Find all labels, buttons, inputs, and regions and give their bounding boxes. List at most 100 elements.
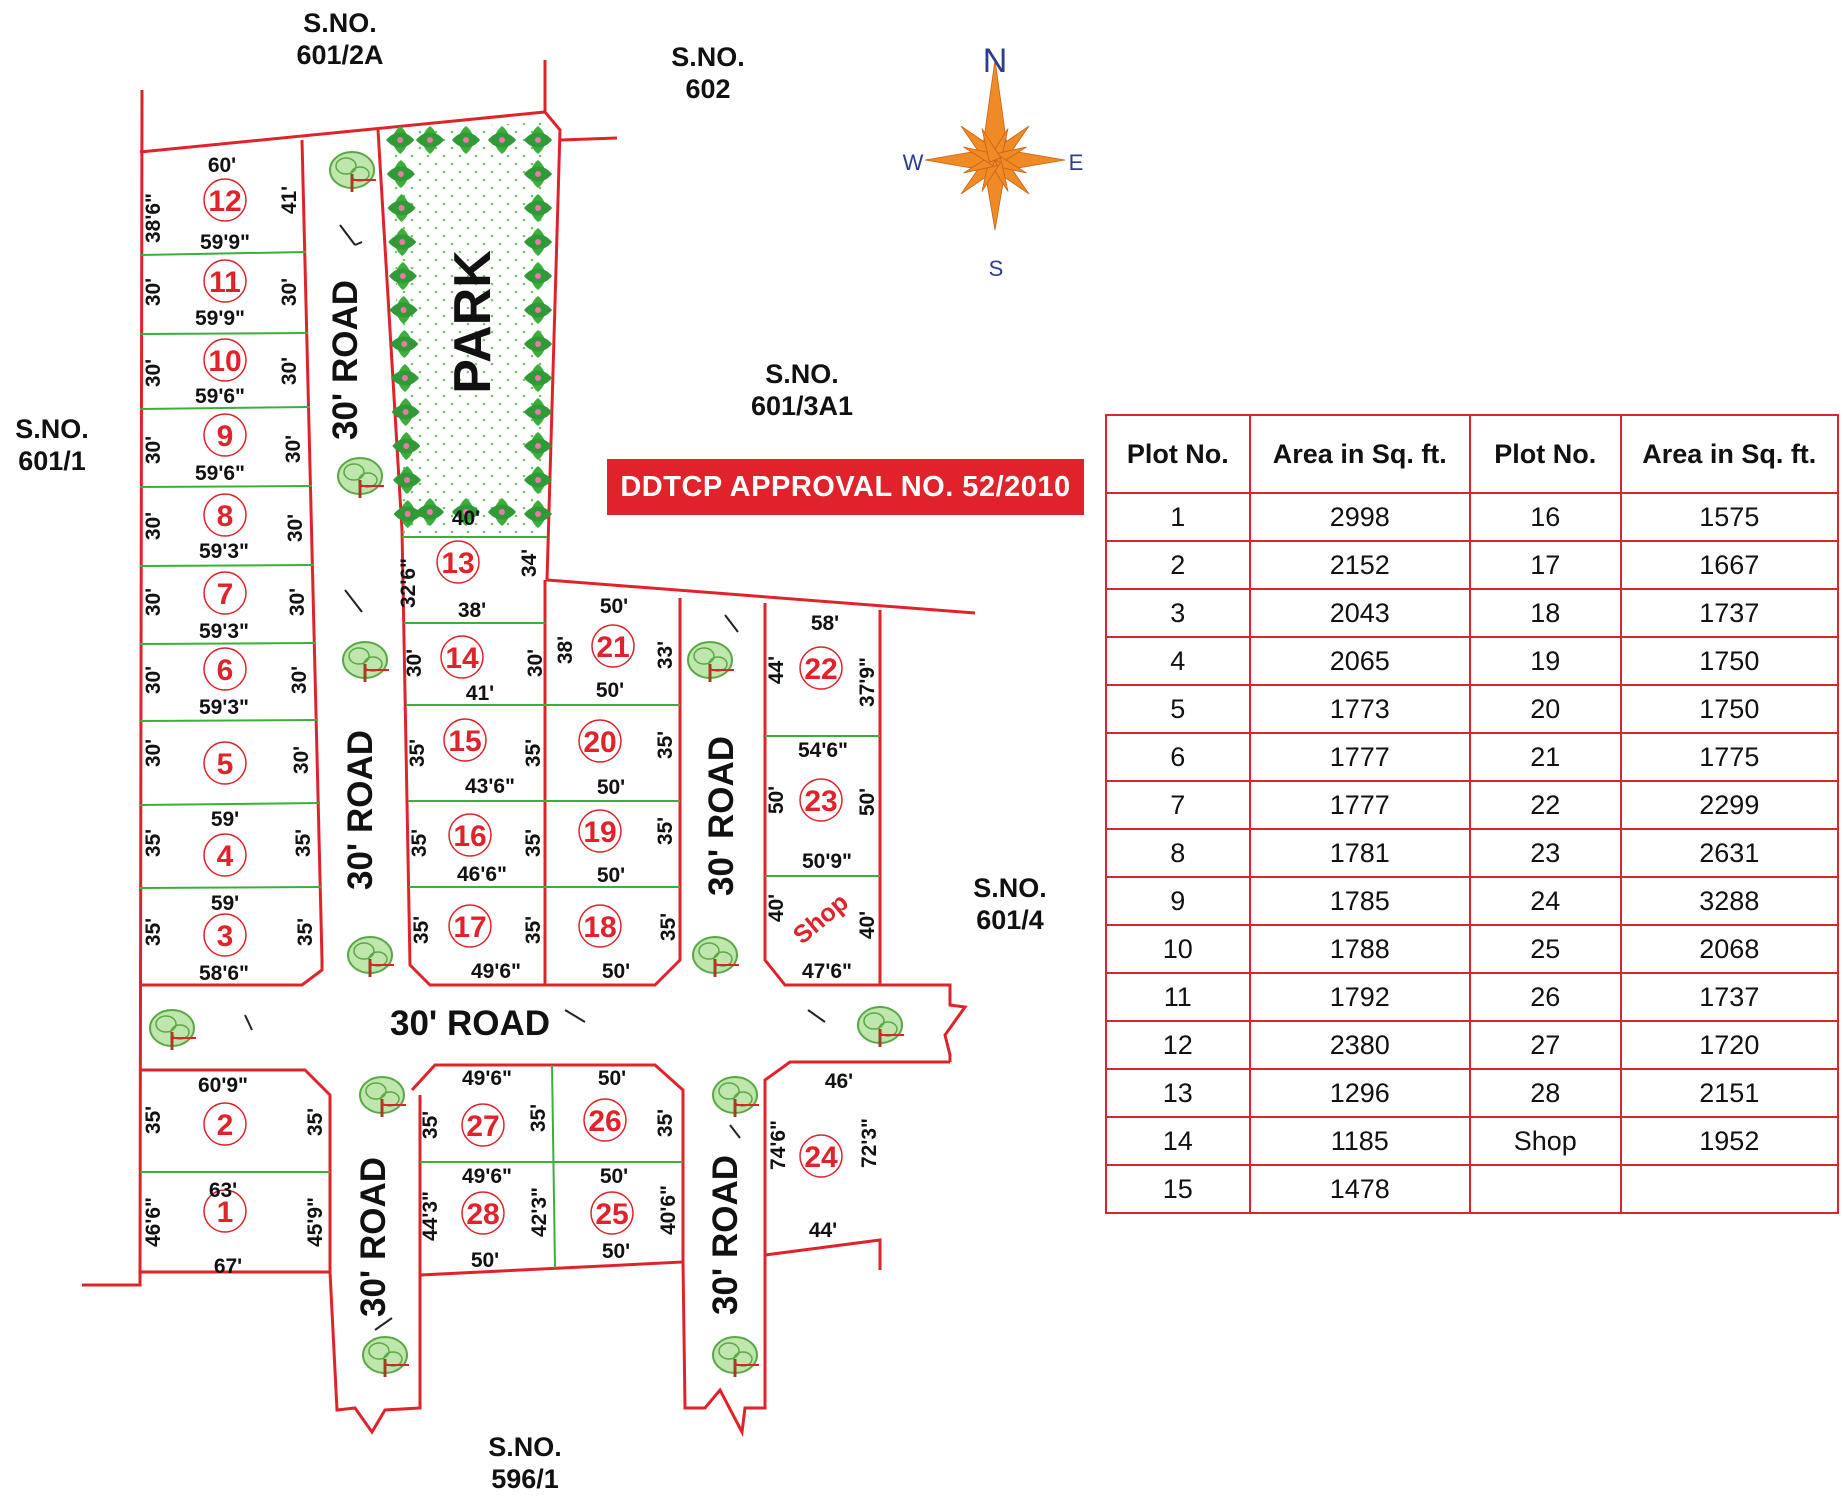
- plot-no-cell: [1468, 1164, 1622, 1214]
- dimension-label: 30': [284, 514, 307, 542]
- dimension-labels: 60'38'6"41'59'9"30'30'59'9"30'30'59'6"30…: [142, 154, 881, 1278]
- area-cell: 1773: [1248, 684, 1471, 734]
- dimension-label: 50': [597, 776, 625, 799]
- compass-south: S: [989, 256, 1004, 281]
- plot-no-cell: 8: [1105, 828, 1251, 878]
- dimension-label: 63': [209, 1179, 237, 1202]
- plot-number: 19: [583, 816, 616, 849]
- dimension-label: 44': [809, 1219, 837, 1242]
- plot-number: 24: [804, 1141, 838, 1174]
- dimension-label: 41': [278, 186, 301, 214]
- plot-marker: 26: [583, 1098, 627, 1142]
- plot-no-cell: 18: [1468, 588, 1622, 638]
- area-cell: 2151: [1619, 1068, 1840, 1118]
- area-cell: 1667: [1619, 540, 1840, 590]
- dimension-label: 37'9": [856, 657, 879, 707]
- plot-number: 26: [588, 1105, 621, 1138]
- plot-no-cell: 5: [1105, 684, 1251, 734]
- compass-west: W: [903, 150, 924, 175]
- plot-number: 6: [217, 654, 234, 687]
- plot-number: 17: [453, 911, 486, 944]
- park-area: [386, 122, 552, 535]
- dimension-label: 59': [211, 892, 239, 915]
- plot-no-cell: 21: [1468, 732, 1622, 782]
- dimension-label: 30': [142, 588, 165, 616]
- dimension-label: 72'3": [858, 1118, 881, 1168]
- plot-marker: 18: [578, 904, 622, 948]
- plot-circle: [203, 1102, 247, 1146]
- plot-no-cell: 1: [1105, 492, 1251, 542]
- dimension-label: 30': [142, 666, 165, 694]
- dimension-label: 35': [522, 739, 545, 767]
- dimension-label: 54'6": [798, 739, 848, 762]
- plot-no-cell: 25: [1468, 924, 1622, 974]
- plot-area-table: Plot No. Area in Sq. ft. Plot No. Area i…: [1105, 414, 1840, 1214]
- dimension-label: 40': [452, 507, 480, 530]
- plot-number: 11: [209, 266, 241, 299]
- plot-number: 18: [583, 911, 616, 944]
- dimension-label: 30': [286, 588, 309, 616]
- park-label: PARK: [444, 250, 502, 394]
- area-cell: 2998: [1248, 492, 1471, 542]
- plot-number: 15: [448, 725, 481, 758]
- plot-number-shop: Shop: [788, 888, 854, 950]
- plot-marker: 25: [590, 1191, 634, 1235]
- area-cell: 1737: [1619, 972, 1840, 1022]
- plot-marker: 1: [203, 1189, 247, 1233]
- road-label: 30' ROAD: [341, 730, 380, 890]
- area-cell: 1575: [1619, 492, 1840, 542]
- compass-ray: [981, 128, 1002, 163]
- dimension-label: 35': [527, 1104, 550, 1132]
- dimension-label: 45'9": [304, 1197, 327, 1247]
- plot-circle: [203, 178, 247, 222]
- plot-marker: 22: [799, 646, 843, 690]
- plot-marker: 20: [578, 719, 622, 763]
- dimension-label: 59'3": [199, 696, 249, 719]
- dimension-label: 67': [214, 1255, 242, 1278]
- plot-circle: [578, 719, 622, 763]
- plot-number: 7: [217, 578, 234, 611]
- dimension-label: 35': [522, 916, 545, 944]
- dimension-label: 59'9": [200, 231, 250, 254]
- plot-no-cell: 2: [1105, 540, 1251, 590]
- survey-label: S.NO.: [303, 8, 377, 38]
- area-cell: 2068: [1619, 924, 1840, 974]
- plot-marker: 9: [203, 413, 247, 457]
- area-cell: 1777: [1248, 732, 1471, 782]
- survey-602: 602: [685, 74, 730, 104]
- dimension-label: 46'6": [142, 1197, 165, 1247]
- area-cell: 2380: [1248, 1020, 1471, 1070]
- dimension-label: 74'6": [767, 1120, 790, 1170]
- plot-circle: [583, 1098, 627, 1142]
- plot-marker: 14: [440, 635, 484, 679]
- plot-number: 5: [217, 748, 234, 781]
- dimension-label: 30': [282, 435, 305, 463]
- dimension-label: 46': [825, 1070, 853, 1093]
- dimension-label: 33': [654, 641, 677, 669]
- dimension-label: 38'6": [142, 193, 165, 243]
- area-cell: 1296: [1248, 1068, 1471, 1118]
- dimension-label: 35': [410, 916, 433, 944]
- road-label: 30' ROAD: [390, 1004, 550, 1043]
- plot-marker: 27: [461, 1103, 505, 1147]
- plot-number: 3: [217, 920, 234, 953]
- compass-east: E: [1069, 150, 1084, 175]
- area-cell: 1478: [1248, 1164, 1471, 1214]
- dimension-label: 58': [811, 612, 839, 635]
- plot-number: 20: [583, 726, 616, 759]
- dimension-label: 30': [290, 746, 313, 774]
- plot-no-cell: 7: [1105, 780, 1251, 830]
- survey-label: S.NO.: [488, 1432, 562, 1462]
- col-header-plot-no: Plot No.: [1105, 414, 1251, 494]
- survey-label: S.NO.: [671, 42, 745, 72]
- dimension-label: 59'9": [195, 307, 245, 330]
- table-header-row: Plot No. Area in Sq. ft. Plot No. Area i…: [1105, 414, 1840, 494]
- plot-number: 28: [466, 1198, 499, 1231]
